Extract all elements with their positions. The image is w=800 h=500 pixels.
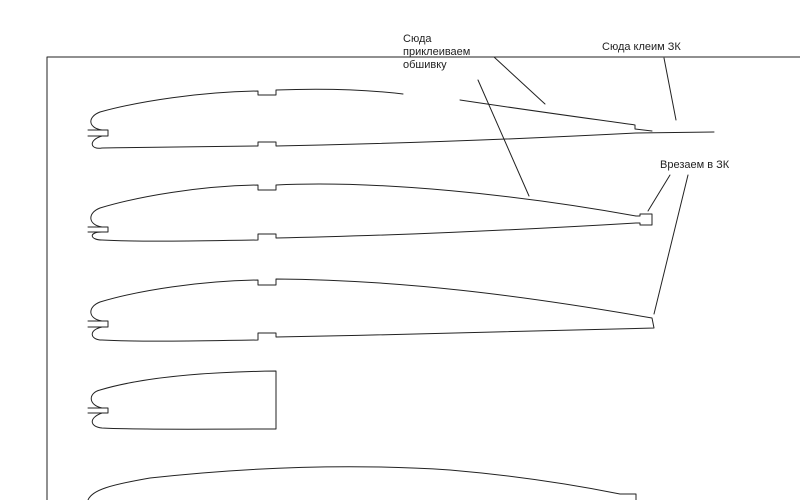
annotation-skin-line-3: обшивку <box>403 59 447 71</box>
leader-cut-to-rib-2 <box>647 174 671 212</box>
rib-1-lower-outline <box>91 131 715 149</box>
rib-1-upper-tail <box>459 99 653 132</box>
rib-2-outline <box>90 183 653 242</box>
rib-1-upper-outline <box>90 88 404 131</box>
annotation-skin: Сюда приклеиваем обшивку <box>403 33 470 72</box>
rib-1 <box>87 88 715 149</box>
annotation-cut-into-trailing-edge: Врезаем в ЗК <box>660 159 730 171</box>
sheet-border <box>46 56 800 500</box>
leader-lines <box>477 56 689 315</box>
annotation-glue-trailing-edge: Сюда клеим ЗК <box>602 41 681 53</box>
rib-4-spar-notch <box>87 407 109 414</box>
rib-4 <box>87 370 277 430</box>
rib-5-outline <box>87 466 637 500</box>
annotation-skin-line-1: Сюда <box>403 33 432 45</box>
rib-3-spar-notch <box>87 320 109 328</box>
leader-skin-to-rib-2 <box>477 79 530 197</box>
rib-2-spar-notch <box>87 226 109 233</box>
leader-glue-te <box>663 57 677 121</box>
rib-3 <box>87 278 655 342</box>
rib-3-outline <box>90 278 655 342</box>
rib-1-spar-notch <box>87 129 109 137</box>
rib-5 <box>87 466 637 500</box>
rib-2 <box>87 183 653 242</box>
leader-skin-to-rib-1 <box>493 56 546 105</box>
annotation-skin-line-2: приклеиваем <box>403 46 471 58</box>
leader-cut-to-rib-3 <box>653 174 689 315</box>
rib-4-outline <box>90 370 277 430</box>
